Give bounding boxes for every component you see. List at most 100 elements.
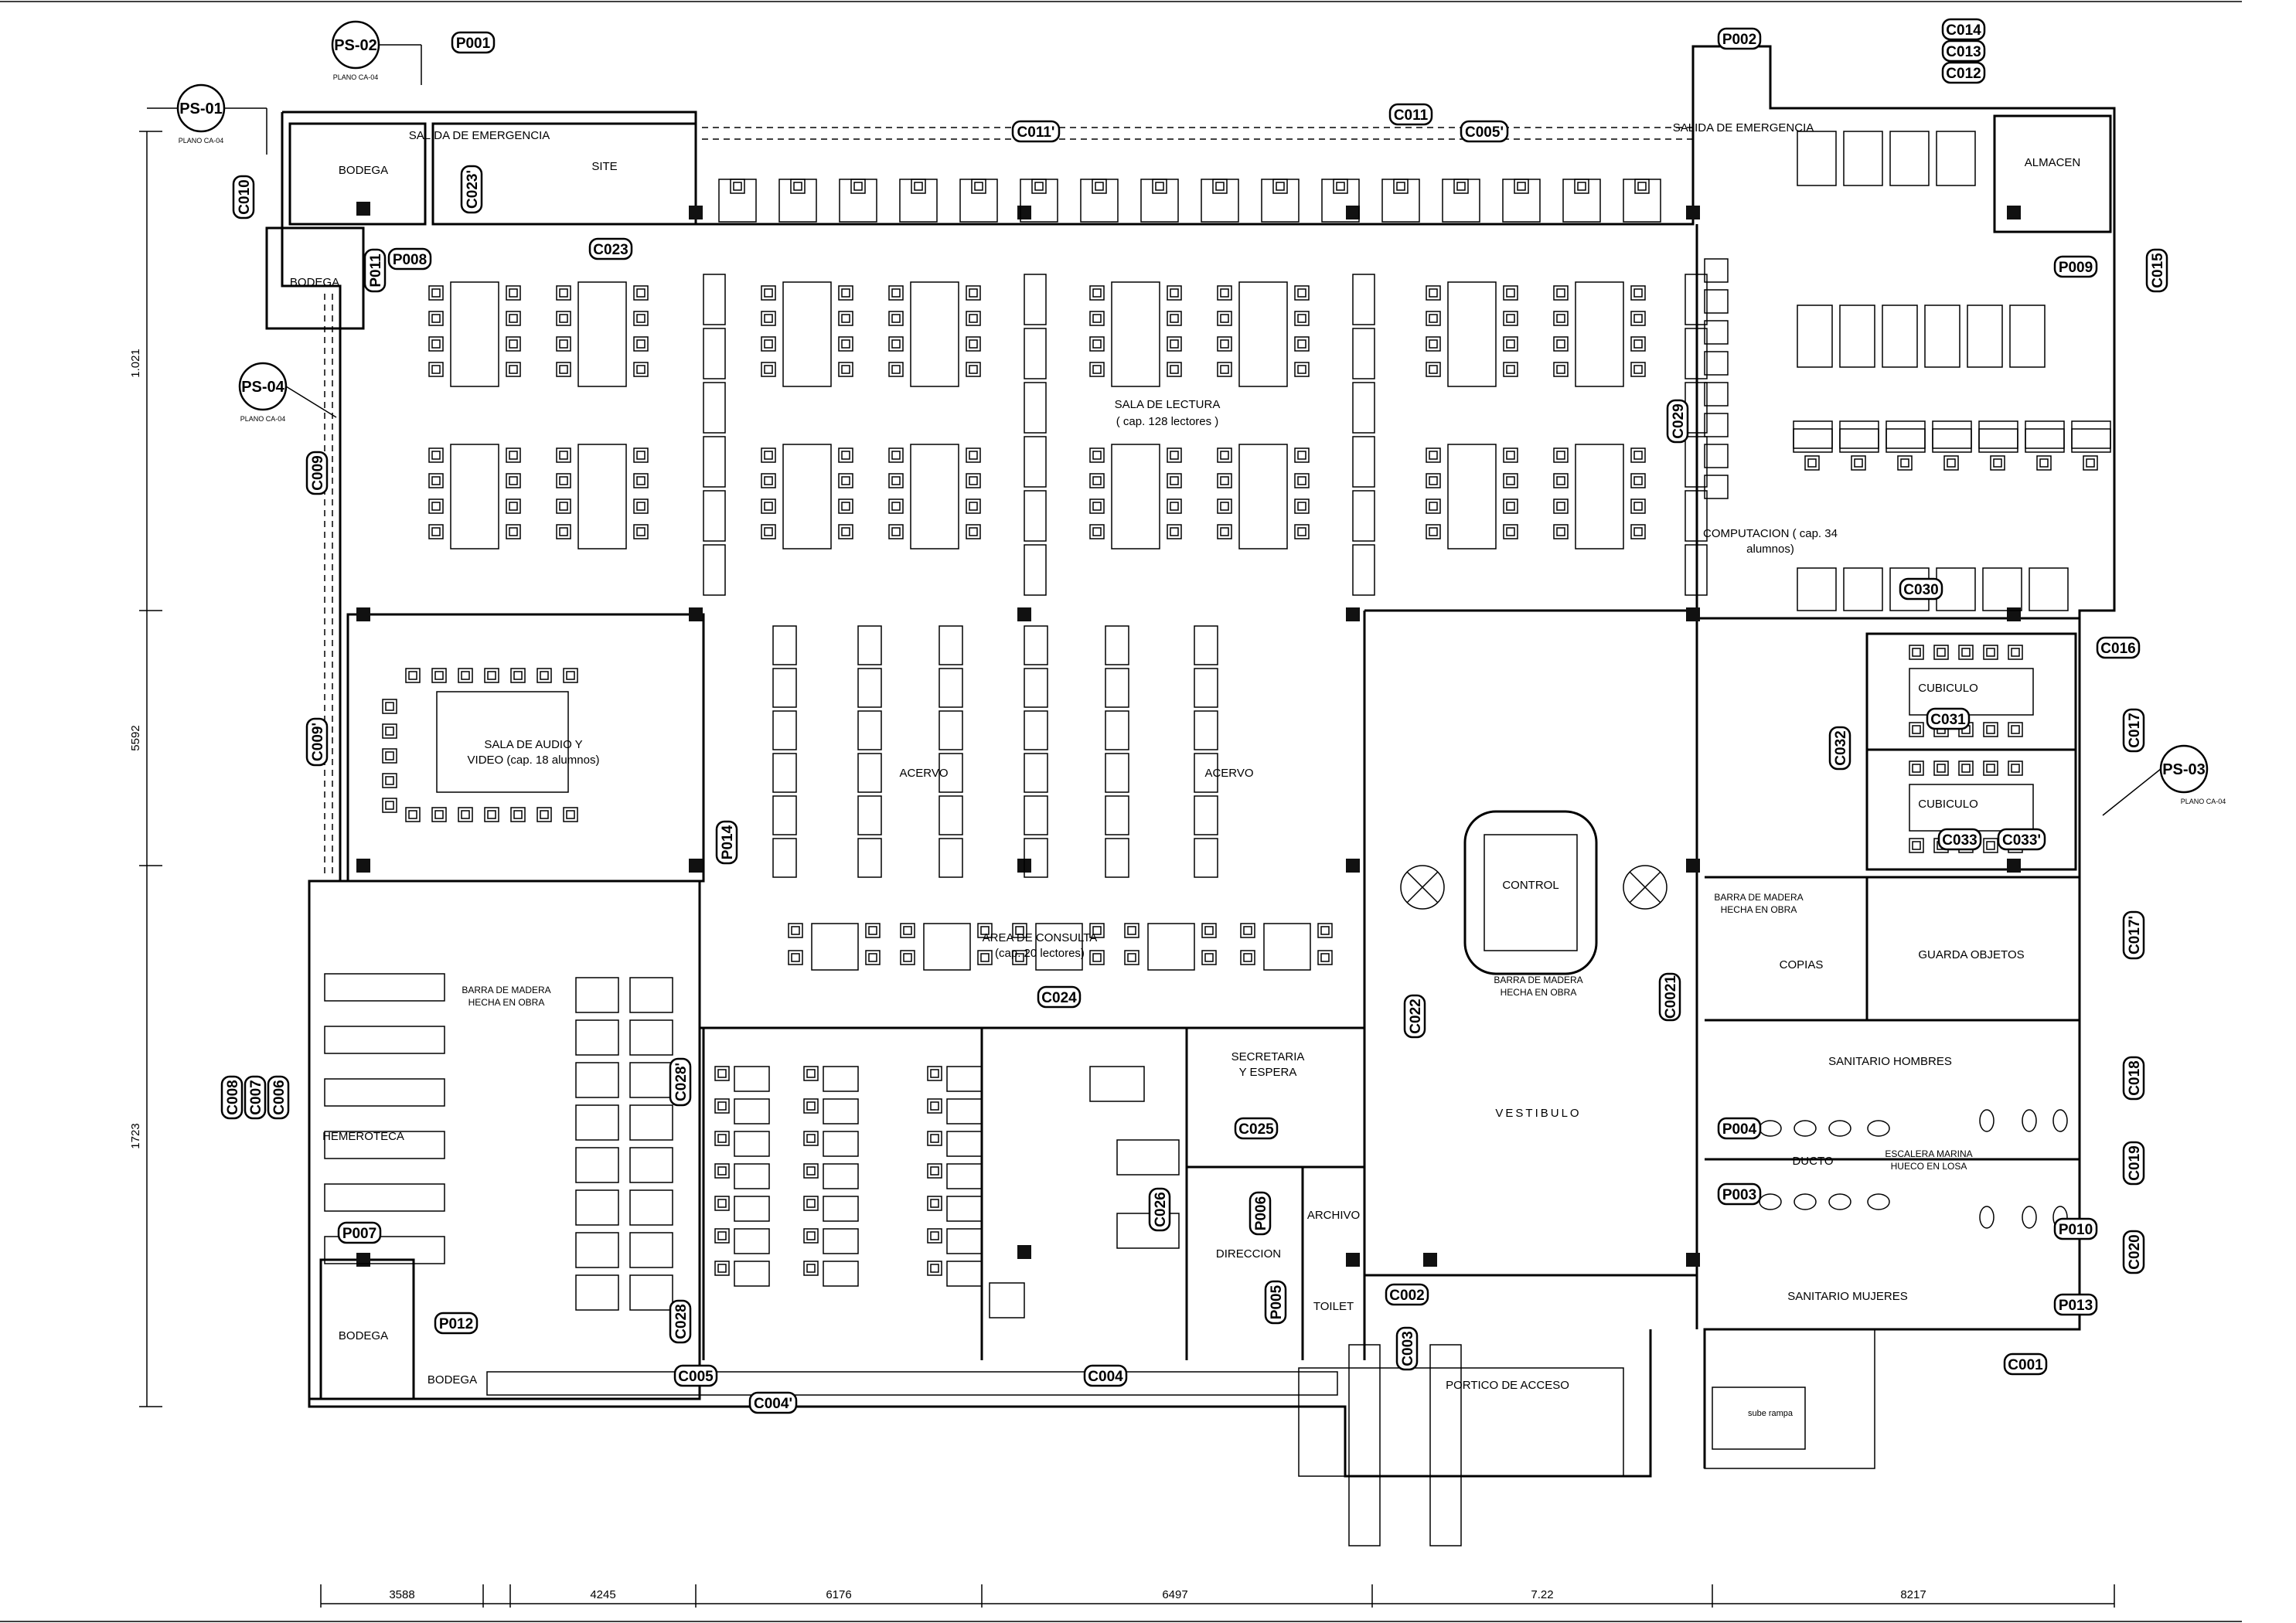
column-pillar	[356, 202, 370, 216]
chair-seat	[431, 502, 441, 511]
chair-seat	[1215, 182, 1225, 191]
table	[823, 1228, 859, 1254]
chair	[1089, 923, 1105, 938]
chair-seat	[636, 502, 646, 511]
chair	[927, 1228, 942, 1244]
table	[1704, 444, 1729, 468]
table	[1352, 544, 1375, 596]
chair-seat	[1506, 502, 1515, 511]
chair	[888, 524, 904, 539]
chair-seat	[636, 314, 646, 323]
chair	[382, 723, 397, 739]
chair-seat	[1556, 339, 1565, 349]
table	[1839, 305, 1875, 368]
chair-seat	[1220, 476, 1229, 485]
chair-seat	[1170, 451, 1179, 460]
sink	[1759, 1193, 1782, 1210]
svg-text:C028: C028	[673, 1304, 690, 1339]
table	[1116, 1213, 1180, 1249]
chair	[1553, 311, 1569, 326]
tag-c016: C016	[2096, 636, 2141, 659]
chair-seat	[559, 339, 568, 349]
table	[1797, 567, 1837, 611]
chair-seat	[1429, 451, 1438, 460]
chair	[1294, 473, 1310, 488]
chair-seat	[2086, 458, 2095, 468]
label-toilet: TOILET	[1313, 1300, 1354, 1313]
svg-text:C011': C011'	[1017, 124, 1055, 141]
chair	[506, 473, 521, 488]
label-barra-copias-sub: HECHA EN OBRA	[1721, 904, 1797, 915]
table	[823, 1131, 859, 1157]
table	[946, 1163, 983, 1189]
svg-text:C030: C030	[1903, 582, 1938, 598]
chair	[1217, 498, 1232, 514]
svg-text:C009': C009'	[310, 723, 326, 761]
chair-seat	[1297, 365, 1306, 374]
chair-seat	[930, 1199, 939, 1208]
label-almacen: ALMACEN	[2025, 156, 2081, 169]
svg-text:C011: C011	[1394, 107, 1429, 124]
chair-seat	[636, 365, 646, 374]
table	[1024, 625, 1048, 665]
chair	[1514, 179, 1529, 194]
chair	[1317, 923, 1333, 938]
sink	[1794, 1193, 1817, 1210]
chair	[633, 336, 649, 352]
furniture	[324, 131, 2111, 1318]
table	[324, 1026, 445, 1054]
chair-seat	[1633, 365, 1643, 374]
tag-p012: P012	[434, 1312, 479, 1335]
chair	[556, 311, 571, 326]
chair-seat	[841, 527, 850, 536]
chair	[1634, 179, 1650, 194]
table	[703, 274, 726, 325]
chair	[633, 473, 649, 488]
column-pillar	[1017, 1245, 1031, 1259]
table	[1194, 625, 1218, 665]
table	[823, 1196, 859, 1222]
table	[703, 436, 726, 488]
tag-p009: P009	[2053, 255, 2098, 278]
tag-c017-prime: C017'	[2122, 910, 2145, 960]
table	[703, 490, 726, 542]
chair	[888, 311, 904, 326]
chair	[506, 336, 521, 352]
table	[629, 1062, 673, 1098]
chair-seat	[791, 926, 800, 935]
chair	[1909, 838, 1924, 853]
chair	[510, 668, 526, 683]
chair-seat	[969, 451, 978, 460]
chair-seat	[1633, 288, 1643, 298]
table	[734, 1066, 770, 1092]
chair-seat	[1092, 314, 1102, 323]
tag-p014: P014	[715, 820, 738, 865]
chair	[428, 311, 444, 326]
svg-text:C007: C007	[248, 1080, 264, 1114]
table	[1704, 475, 1729, 499]
table	[959, 179, 998, 223]
table	[577, 281, 627, 387]
table	[1704, 320, 1729, 345]
chair-seat	[431, 365, 441, 374]
label-cubiculo-2: CUBICULO	[1918, 798, 1978, 811]
chair	[1897, 455, 1913, 471]
chair-seat	[559, 451, 568, 460]
column-pillar	[1017, 607, 1031, 621]
chair-seat	[385, 751, 394, 760]
column-pillar	[689, 607, 703, 621]
chair	[506, 524, 521, 539]
tag-c011-prime: C011'	[1011, 120, 1061, 143]
label-bodega-bottom-small: BODEGA	[428, 1373, 477, 1387]
tag-c008: C008	[220, 1075, 244, 1120]
chair-seat	[930, 1134, 939, 1143]
table	[1932, 428, 1972, 449]
label-barra-copias: BARRA DE MADERA	[1714, 892, 1803, 903]
chair-seat	[509, 451, 518, 460]
chair-seat	[969, 527, 978, 536]
label-sala-lectura-cap: ( cap. 128 lectores )	[1116, 415, 1219, 428]
chair-seat	[1297, 527, 1306, 536]
table	[2025, 428, 2065, 449]
chair-seat	[914, 182, 923, 191]
